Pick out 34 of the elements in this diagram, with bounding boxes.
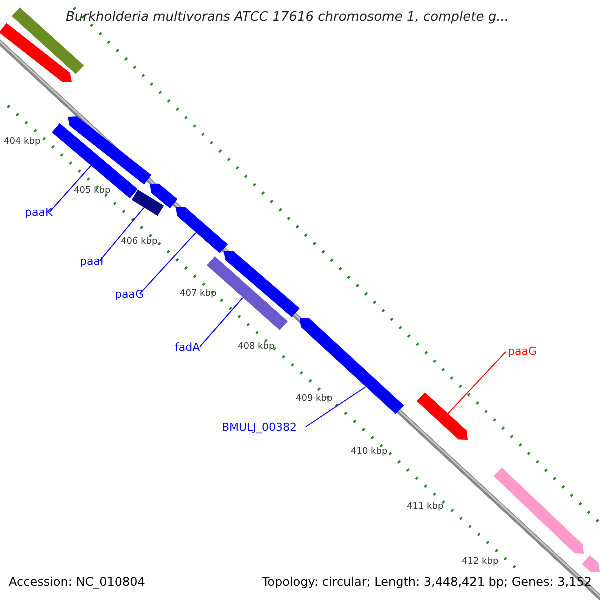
gene-label: paaG [508,346,537,357]
gene-label: paaI [80,256,104,267]
gene-label: paaK [25,207,53,218]
leader-line [50,166,92,212]
scale-label: 407 kbp [180,290,217,299]
scale-label: 404 kbp [4,138,41,147]
gene-feature [150,184,178,209]
scale-label: 411 kbp [407,503,444,512]
footer-text: Topology: circular; Length: 3,448,421 bp; Genes: 3,152 [262,576,592,588]
scale-label: 409 kbp [296,395,333,404]
leader-line [448,352,506,414]
footer-text: Accession: NC_010804 [9,576,146,588]
gene-feature [416,392,468,440]
leader-line [100,208,144,262]
gene-label: BMULJ_00382 [222,422,297,433]
gene-feature [494,468,584,554]
title: Burkholderia multivorans ATCC 17616 chromosome 1, complete g... [66,11,509,24]
gene-label: fadA [175,342,200,353]
scale-label: 410 kbp [351,448,388,457]
gene-feature [132,190,164,216]
scale-label: 405 kbp [74,187,111,196]
leader-line [140,232,196,294]
gene-feature [176,207,228,254]
scale-label: 406 kbp [121,238,158,247]
gene-feature [224,251,300,318]
gene-feature [0,23,72,82]
gene-feature [52,123,138,199]
gene-label: paaG [115,289,144,300]
scale-label: 412 kbp [462,558,499,567]
scale-label: 408 kbp [238,343,275,352]
gene-feature [582,555,600,572]
leader-line [200,298,244,348]
gene-feature [68,116,152,185]
leader-line [306,386,366,428]
